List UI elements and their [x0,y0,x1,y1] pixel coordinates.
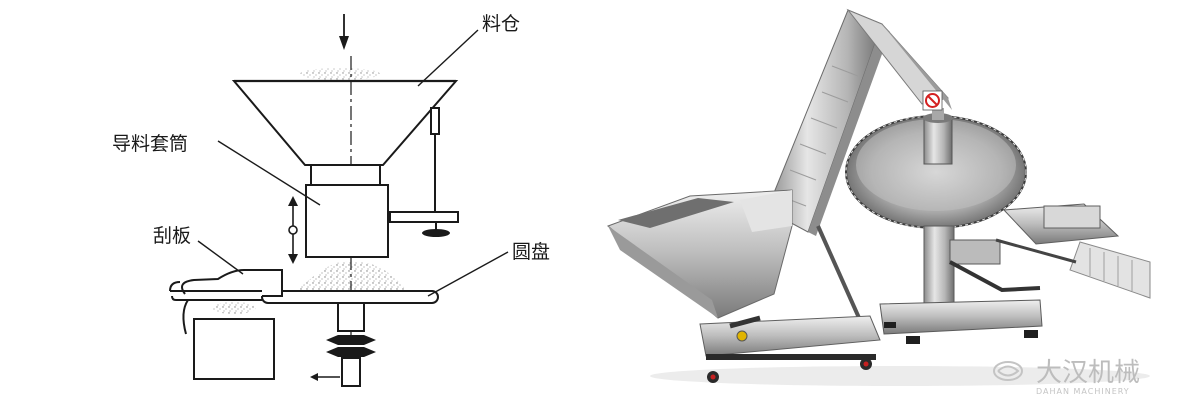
guide-sleeve [305,164,389,258]
storage-hopper [607,189,793,319]
rotary-disc [845,108,1027,229]
label-guide-sleeve: 导料套筒 [112,133,188,155]
hopper [231,79,459,166]
discharge-box [182,299,275,380]
height-adjust-indicator [288,196,298,264]
machine-photo [607,8,1151,386]
leveling-foot [884,322,1038,344]
material-pile-top [300,68,380,80]
label-scraper: 刮板 [153,225,191,247]
material-pile-disc [296,261,408,292]
label-disc: 圆盘 [512,241,550,263]
caster-wheel [707,358,872,383]
watermark: 大汉机械 DAHAN MACHINERY [993,358,1140,396]
incline-elevator [766,8,952,236]
watermark-brand-en: DAHAN MACHINERY [1036,387,1130,396]
support-rod [389,107,459,237]
brand-logo-icon [993,361,1023,381]
schematic-diagram [169,14,509,387]
drive-spindle [310,302,376,387]
watermark-brand-cn: 大汉机械 [1036,358,1140,388]
trolley-base [699,315,881,383]
feed-arrow [339,14,349,50]
disc [261,290,439,304]
leader-lines [197,29,509,297]
label-hopper: 料仓 [482,13,520,35]
no-entry-sign-icon [922,90,943,111]
discharge-conveyor [949,203,1151,299]
scraper [169,269,283,301]
machine-stand [879,225,1043,344]
